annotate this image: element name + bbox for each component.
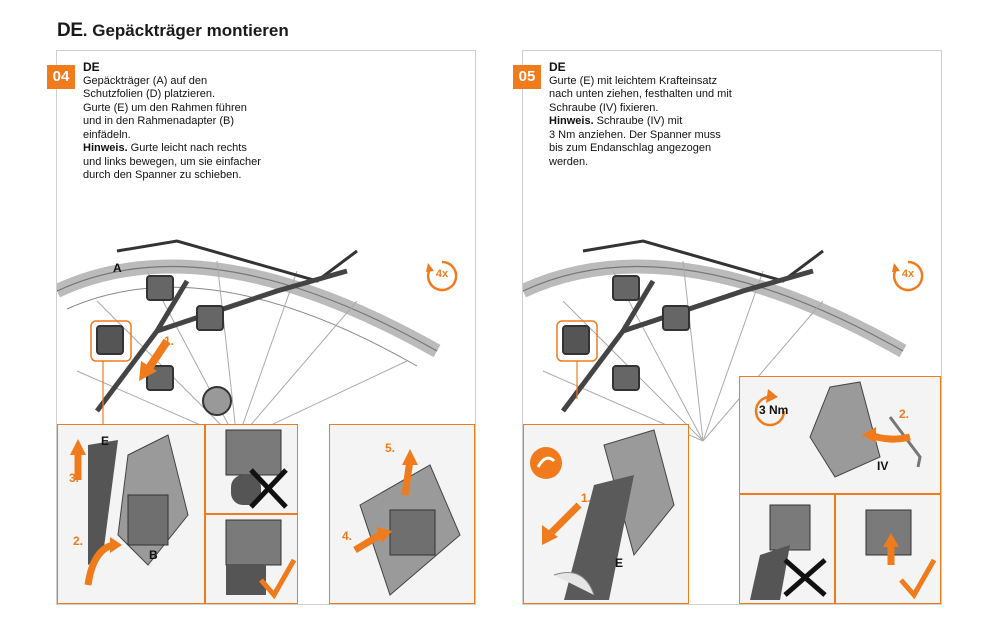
arrow-label-1: 1. [581,491,592,505]
step-instructions: DE Gurte (E) mit leichtem Krafteinsatz n… [549,60,732,169]
step-number: 05 [513,65,541,89]
label-e: E [101,434,110,448]
hint-line: 3 Nm anziehen. Der Spanner muss [549,128,721,141]
hint-label: Hinweis. [83,142,128,154]
instruction-line: Schutzfolien (D) platzieren. [83,88,216,100]
step-number: 04 [47,65,75,89]
bike-wheel-illustration [523,239,907,442]
hint-text: Gurte leicht nach rechts [127,142,247,154]
instruction-line: Gurte (E) um den Rahmen führen [83,101,247,114]
detail-wrong-fit [205,424,298,514]
step-panel-05: 05 DE Gurte (E) mit leichtem Krafteinsat… [513,50,942,605]
bike-wheel-illustration [57,239,441,471]
rotate-count: 4x [901,268,915,280]
arrow-label-2: 2. [73,534,84,548]
label-iv: IV [877,459,889,473]
detail-wrong-tension [739,494,835,604]
page-title-lang: DE [57,20,83,41]
label-b: B [149,548,158,562]
hint-line: und links bewegen, um sie einfacher [83,155,261,168]
instruction-line: Gepäckträger (A) auf den [83,74,208,87]
instruction-line: Schraube (IV) fixieren. [549,101,659,114]
rotate-4x-icon: 4x [891,259,925,293]
hint-line: durch den Spanner zu schieben. [83,169,242,181]
arrow-label-4: 4. [342,529,353,543]
hint-line: werden. [549,155,589,168]
arrow-label-5: 5. [385,441,396,455]
rotate-count: 4x [435,268,449,280]
detail-strap-tension [329,424,475,604]
page-title: DE. Gepäckträger montieren [57,20,289,42]
step-panel-04: 04 DE Gepäckträger (A) auf den Schutzfol… [47,50,476,605]
rotate-4x-icon: 4x [425,259,459,293]
arrow-label-1: 1. [164,334,175,348]
detail-screw-tighten [739,376,941,494]
hint-text: Schraube (IV) mit [593,115,683,127]
step-lang: DE [83,60,100,74]
hint-line: bis zum Endanschlag angezogen [549,142,712,154]
step-lang: DE [549,60,566,74]
detail-correct-fit [205,514,298,604]
hint-label: Hinweis. [549,115,594,127]
detail-strap-thread [57,424,205,604]
instruction-line: Gurte (E) mit leichtem Krafteinsatz [549,74,718,87]
page-title-text: . Gepäckträger montieren [82,21,289,40]
label-a: A [113,261,122,275]
instruction-line: und in den Rahmenadapter (B) [83,115,235,127]
torque-value: 3 Nm [759,403,789,417]
label-e: E [615,556,624,570]
instruction-line: einfädeln. [83,128,131,141]
instruction-line: nach unten ziehen, festhalten und mit [549,88,732,100]
arrow-label-3: 3. [69,471,80,485]
detail-strap-pull [523,424,689,604]
detail-correct-tension [835,494,941,604]
step-instructions: DE Gepäckträger (A) auf den Schutzfolien… [83,60,261,183]
arrow-label-2: 2. [899,407,910,421]
